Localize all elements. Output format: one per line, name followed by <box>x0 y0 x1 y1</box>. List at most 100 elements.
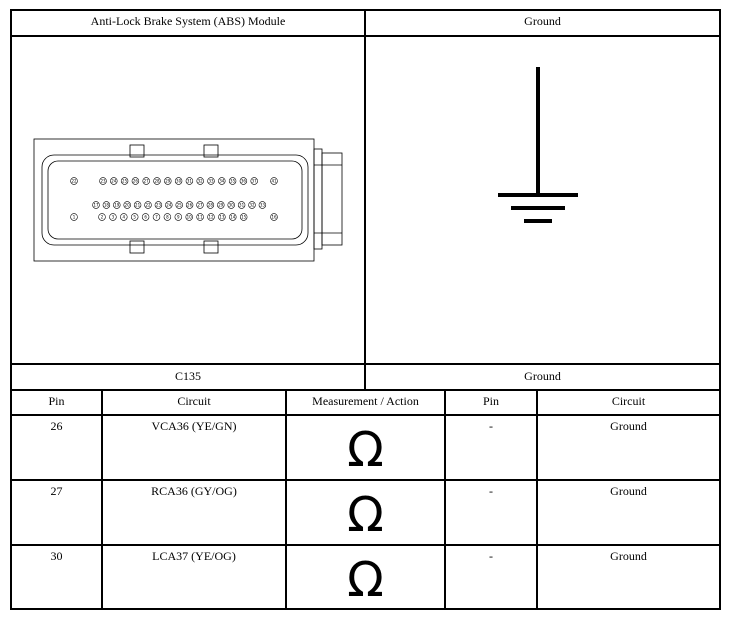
svg-text:37: 37 <box>252 179 258 184</box>
table-row-1-pin: 26 <box>50 419 63 433</box>
connector-pin: 12 <box>207 213 215 221</box>
svg-text:26: 26 <box>133 179 139 184</box>
connector-pin: 30 <box>227 201 235 209</box>
connector-pin: 25 <box>175 201 183 209</box>
connector-pin: 19 <box>113 201 121 209</box>
ohm-measurement-icon: Ω <box>347 552 384 608</box>
table-row-1-circuit2: Ground <box>610 419 647 433</box>
connector-pin: 23 <box>99 177 107 185</box>
connector-pin: 16 <box>270 213 278 221</box>
connector-name: C135 <box>174 369 201 383</box>
connector-pin: 4 <box>120 213 128 221</box>
svg-text:10: 10 <box>187 215 193 220</box>
table-row-3-circuit2: Ground <box>610 549 647 563</box>
svg-text:20: 20 <box>125 203 131 208</box>
connector-pin: 28 <box>153 177 161 185</box>
connector-pin: 7 <box>152 213 161 221</box>
col-header-circuit2: Circuit <box>611 394 646 408</box>
table-row-2-circuit2: Ground <box>610 484 647 498</box>
svg-text:18: 18 <box>104 203 110 208</box>
connector-pin: 14 <box>229 213 237 221</box>
svg-text:24: 24 <box>166 203 172 208</box>
table-row-1-pin2: - <box>489 419 493 433</box>
abs-module-title: Anti-Lock Brake System (ABS) Module <box>90 14 286 28</box>
connector-pin: 6 <box>141 213 150 221</box>
row-divider-2 <box>10 544 721 546</box>
ground-symbol-icon <box>498 67 578 223</box>
row-divider-1 <box>10 479 721 481</box>
svg-text:25: 25 <box>177 203 183 208</box>
svg-text:11: 11 <box>198 215 204 220</box>
table-row-3-pin2: - <box>489 549 493 563</box>
svg-text:33: 33 <box>208 179 214 184</box>
svg-text:28: 28 <box>208 203 214 208</box>
svg-text:29: 29 <box>165 179 171 184</box>
col-divider-2 <box>285 389 287 610</box>
table-row-2-circuit: RCA36 (GY/OG) <box>151 484 237 498</box>
svg-text:24: 24 <box>111 179 117 184</box>
svg-text:34: 34 <box>219 179 225 184</box>
connector-pin: 34 <box>218 177 226 185</box>
svg-text:3: 3 <box>112 215 115 220</box>
col-divider-4 <box>536 389 538 610</box>
ground-title: Ground <box>524 14 561 28</box>
connector-pin: 37 <box>250 177 258 185</box>
svg-text:35: 35 <box>230 179 236 184</box>
connector-pin: 5 <box>130 213 139 221</box>
col-header-circuit: Circuit <box>177 394 211 408</box>
svg-text:22: 22 <box>71 179 77 184</box>
svg-text:21: 21 <box>135 203 141 208</box>
svg-text:9: 9 <box>177 215 180 220</box>
connector-pin: 41 <box>270 177 278 185</box>
connector-pin: 18 <box>102 201 111 209</box>
svg-text:23: 23 <box>100 179 106 184</box>
connector-name-divider <box>10 389 721 391</box>
connector-pin: 2 <box>98 213 106 221</box>
svg-text:31: 31 <box>187 179 193 184</box>
svg-text:13: 13 <box>219 215 225 220</box>
svg-text:19: 19 <box>114 203 120 208</box>
svg-text:30: 30 <box>229 203 235 208</box>
col-divider-1 <box>101 389 103 610</box>
svg-text:27: 27 <box>197 203 203 208</box>
connector-pin: 36 <box>239 177 248 185</box>
ohm-measurement-icon: Ω <box>347 422 384 478</box>
connector-pin: 27 <box>196 201 204 209</box>
connector-pin: 26 <box>131 177 140 185</box>
svg-text:27: 27 <box>144 179 150 184</box>
connector-pin: 26 <box>185 201 194 209</box>
connector-pin: 9 <box>174 213 183 221</box>
svg-text:41: 41 <box>271 179 277 184</box>
connector-pin: 32 <box>196 177 204 185</box>
col-header-measurement: Measurement / Action <box>312 394 419 408</box>
svg-text:26: 26 <box>187 203 193 208</box>
svg-text:2: 2 <box>101 215 104 220</box>
connector-pin: 25 <box>120 177 129 185</box>
connector-pin: 8 <box>163 213 172 221</box>
svg-text:29: 29 <box>218 203 224 208</box>
connector-pin: 29 <box>164 177 172 185</box>
connector-pin: 23 <box>154 201 163 209</box>
connector-pin: 11 <box>196 213 204 221</box>
svg-text:15: 15 <box>241 215 247 220</box>
connector-pin: 31 <box>237 201 246 209</box>
connector-pin: 1 <box>70 213 78 221</box>
svg-text:32: 32 <box>249 203 255 208</box>
svg-text:36: 36 <box>241 179 247 184</box>
svg-text:4: 4 <box>123 215 126 220</box>
connector-pin: 30 <box>174 177 183 185</box>
connector-pin: 3 <box>109 213 117 221</box>
table-row-3-circuit: LCA37 (YE/OG) <box>152 549 236 563</box>
connector-pin: 20 <box>123 201 131 209</box>
svg-text:33: 33 <box>260 203 266 208</box>
connector-pin: 15 <box>240 213 248 221</box>
svg-text:8: 8 <box>166 215 169 220</box>
connector-pin: 24 <box>110 177 118 185</box>
svg-text:14: 14 <box>230 215 236 220</box>
svg-text:28: 28 <box>154 179 160 184</box>
svg-text:23: 23 <box>156 203 162 208</box>
svg-text:22: 22 <box>145 203 151 208</box>
connector-pin: 33 <box>207 177 215 185</box>
col-header-pin: Pin <box>48 394 65 408</box>
